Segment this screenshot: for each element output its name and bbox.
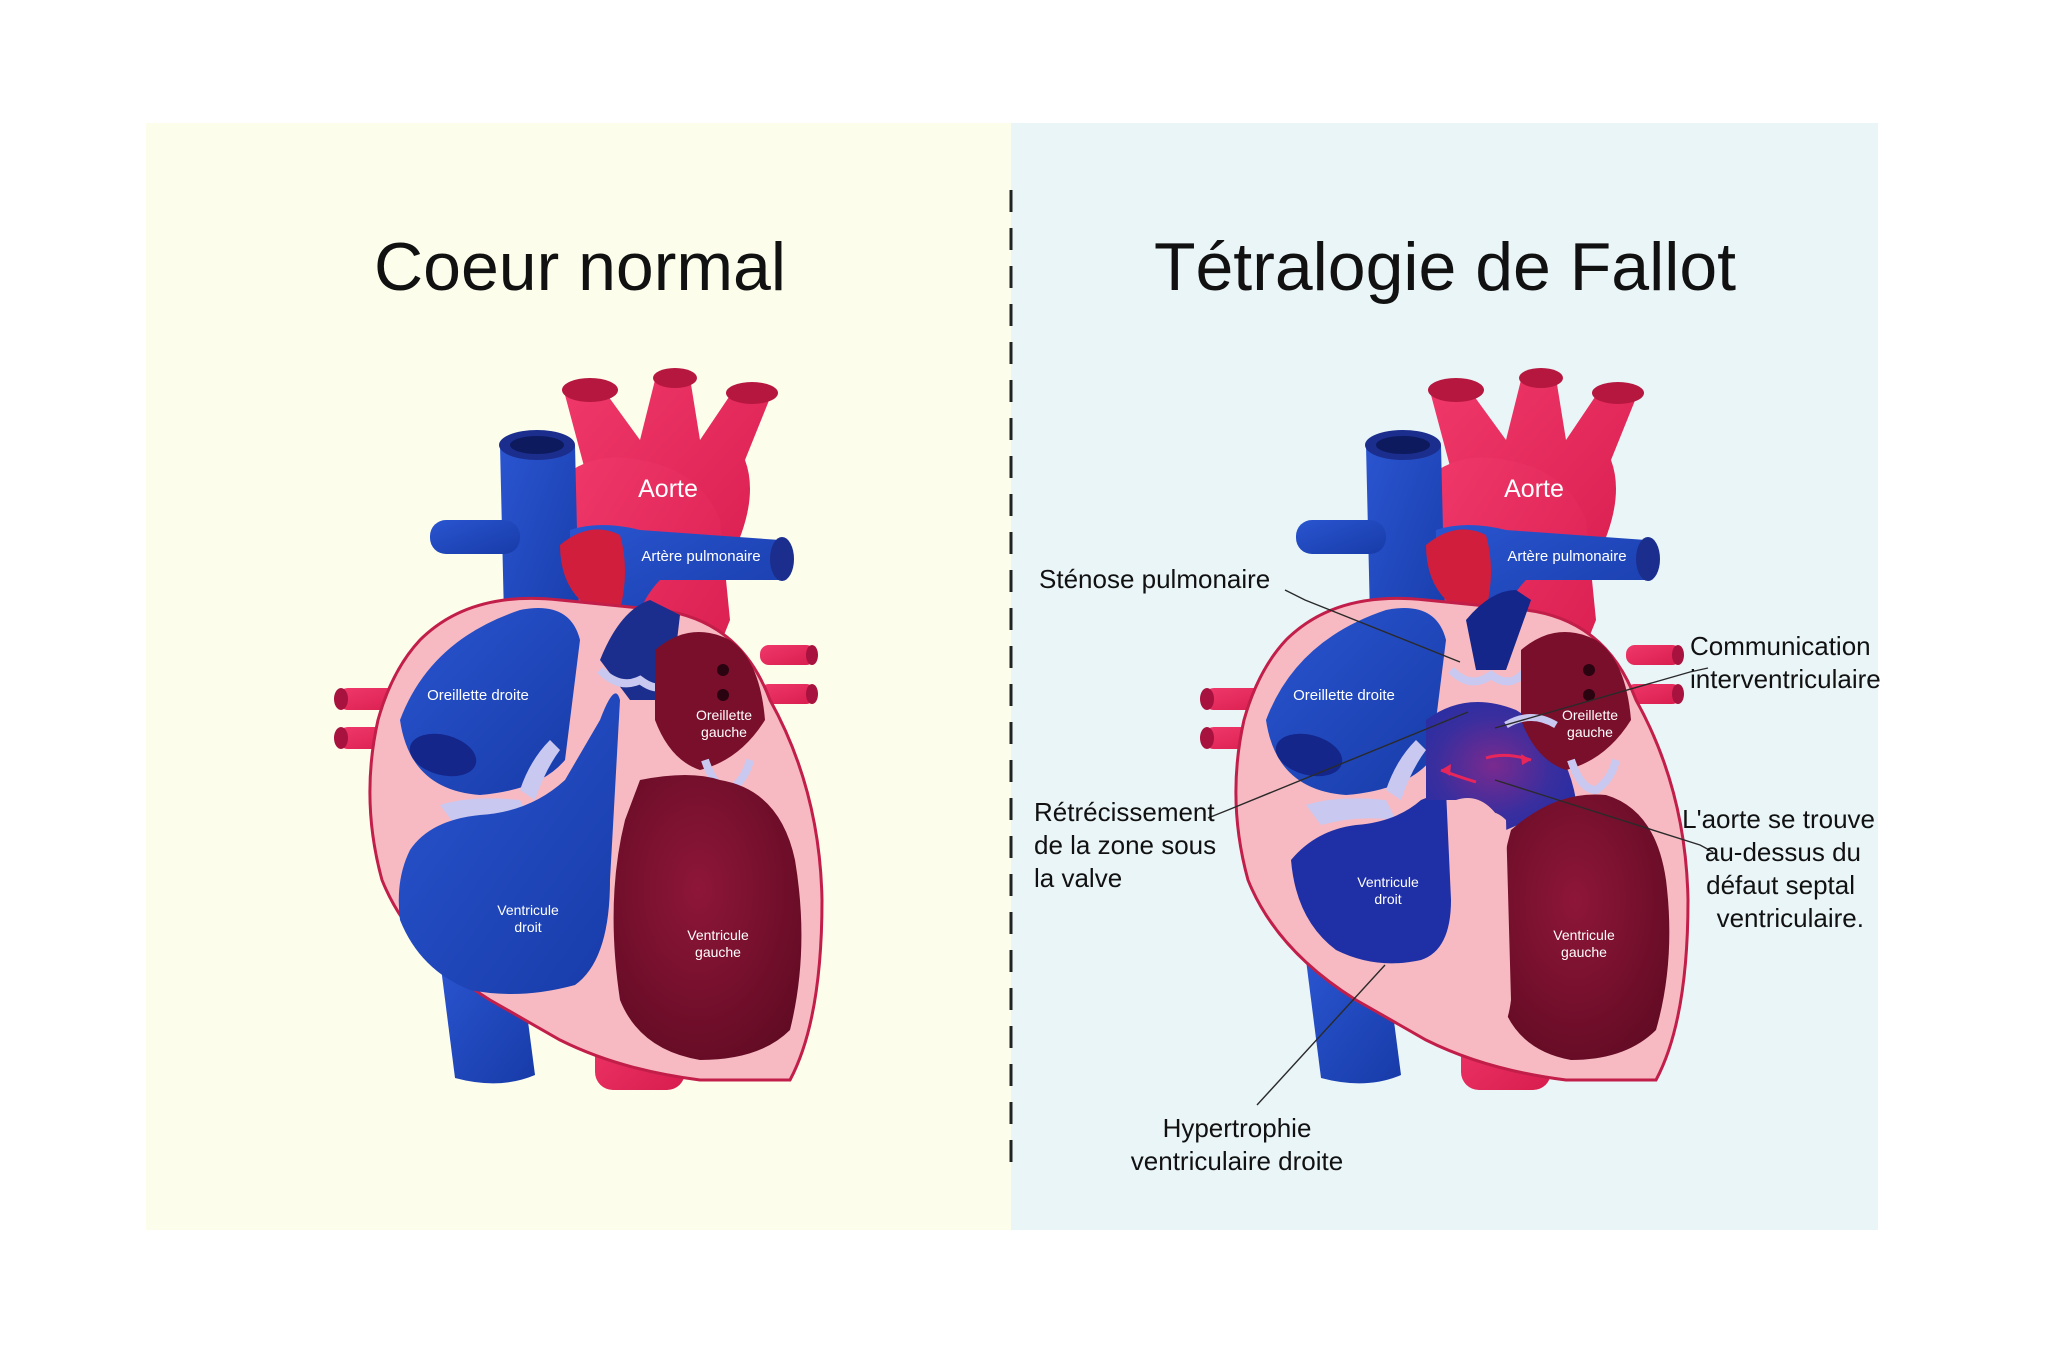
label-right-atrium: Oreillette droite: [427, 687, 529, 704]
right-panel-title: Tétralogie de Fallot: [1154, 229, 1736, 305]
annotation-overriding-aorta-4: ventriculaire.: [1717, 903, 1864, 933]
label-pulmonary-artery: Artère pulmonaire: [641, 548, 760, 565]
label-right-ventricle-2: droit: [514, 919, 541, 935]
annotations: Sténose pulmonaire Communication interve…: [1034, 564, 1881, 1176]
label-left-atrium: Oreillette: [696, 707, 752, 723]
annotation-vsd-2: interventriculaire: [1690, 664, 1881, 694]
leader-rv-hypertrophy: [1256, 964, 1386, 1106]
label-left-atrium-2: gauche: [701, 724, 747, 740]
label-right-ventricle-fallot-2: droit: [1374, 891, 1401, 907]
leader-pulmonary-stenosis: [1284, 589, 1461, 663]
label-left-ventricle-fallot-2: gauche: [1561, 944, 1607, 960]
label-left-ventricle-2: gauche: [695, 944, 741, 960]
fallot-heart-illustration: Aorte Artère pulmonaire Oreillette droit…: [1200, 368, 1690, 1090]
annotation-overriding-aorta: L'aorte se trouve: [1682, 804, 1875, 834]
label-aorta-fallot: Aorte: [1504, 475, 1564, 503]
label-left-atrium-fallot-2: gauche: [1567, 724, 1613, 740]
label-aorta: Aorte: [638, 475, 698, 503]
label-left-atrium-fallot: Oreillette: [1562, 707, 1618, 723]
annotation-overriding-aorta-2: au-dessus du: [1705, 837, 1861, 867]
label-right-atrium-fallot: Oreillette droite: [1293, 687, 1395, 704]
label-pulmonary-artery-fallot: Artère pulmonaire: [1507, 548, 1626, 565]
annotation-subvalvular-3: la valve: [1034, 863, 1122, 893]
annotation-rv-hypertrophy-2: ventriculaire droite: [1131, 1146, 1343, 1176]
leader-overriding-aorta: [1494, 779, 1714, 853]
annotation-subvalvular-2: de la zone sous: [1034, 830, 1216, 860]
annotation-pulmonary-stenosis: Sténose pulmonaire: [1039, 564, 1270, 594]
leader-subvalvular: [1207, 711, 1469, 819]
label-left-ventricle: Ventricule: [687, 927, 749, 943]
label-right-ventricle: Ventricule: [497, 902, 559, 918]
annotation-overriding-aorta-3: défaut septal: [1706, 870, 1855, 900]
annotation-subvalvular: Rétrécissement: [1034, 797, 1215, 827]
label-left-ventricle-fallot: Ventricule: [1553, 927, 1615, 943]
normal-heart-illustration: Aorte Artère pulmonaire Oreillette droit…: [334, 368, 824, 1090]
leader-vsd: [1494, 667, 1709, 729]
label-right-ventricle-fallot: Ventricule: [1357, 874, 1419, 890]
left-panel-title: Coeur normal: [374, 229, 786, 305]
annotation-rv-hypertrophy: Hypertrophie: [1163, 1113, 1312, 1143]
annotation-vsd: Communication: [1690, 631, 1871, 661]
